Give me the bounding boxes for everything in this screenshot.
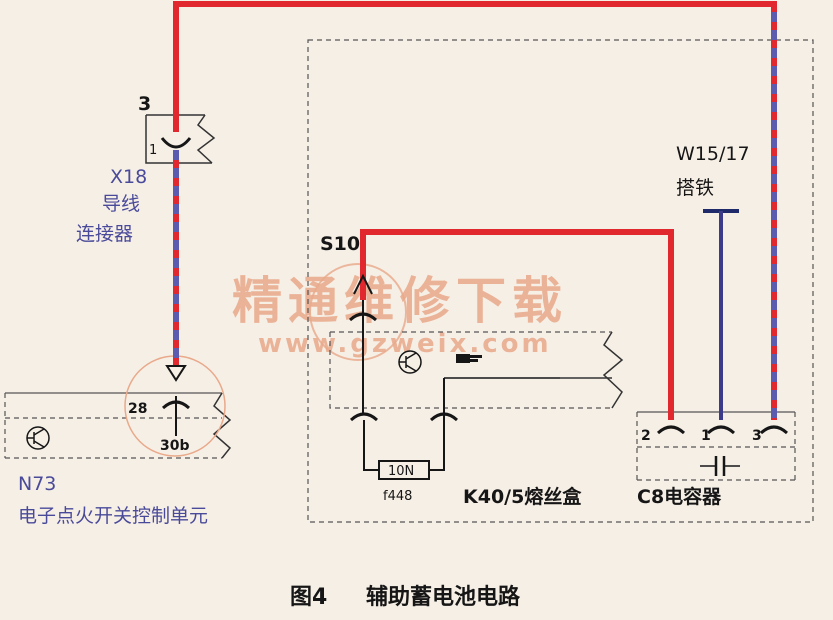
figure-title: 辅助蓄电池电路 <box>366 584 521 610</box>
s10-splice-icon <box>348 273 378 415</box>
fuse-box-outline <box>307 39 814 523</box>
ground-code: W15/17 <box>676 143 750 165</box>
x18-name-line2: 连接器 <box>76 223 133 245</box>
fuse-box-internal-panel <box>329 331 624 409</box>
fuse-box-break-mark <box>602 331 624 409</box>
x18-pin-top-label: 3 <box>138 93 151 115</box>
x18-pin-icon <box>160 137 192 149</box>
fuse-body <box>378 460 430 480</box>
fuse-f448 <box>349 377 560 480</box>
watermark-url: www.gzweix.com <box>258 329 552 359</box>
figure-number: 图4 <box>290 585 327 610</box>
n73-name: 电子点火开关控制单元 <box>18 505 208 527</box>
x18-pin-number: 1 <box>149 143 157 158</box>
n73-module-box <box>4 355 232 459</box>
capacitor-pin-1: 1 <box>701 428 711 444</box>
capacitor-name: C8电容器 <box>637 485 722 508</box>
x18-code: X18 <box>110 166 147 188</box>
capacitor-pins <box>656 425 789 435</box>
fuse-rating-label: 10N <box>388 464 414 479</box>
x18-break-mark <box>196 114 216 164</box>
ground-name: 搭铁 <box>676 177 714 199</box>
transistor-icon-fusebox <box>398 350 422 374</box>
transistor-icon-n73 <box>26 426 50 450</box>
wire-main-loop <box>173 1 777 420</box>
capacitor-box <box>636 411 796 481</box>
x18-name-line1: 导线 <box>102 193 140 215</box>
fuse-id-label: f448 <box>383 489 412 504</box>
hand-pointer-icon <box>456 354 482 363</box>
capacitor-pin-3: 3 <box>752 428 762 444</box>
watermark: 精通维修下载 www.gzweix.com <box>232 263 568 361</box>
wire-s10-to-c8 <box>360 229 674 420</box>
capacitor-symbol-icon <box>700 456 740 476</box>
n73-break-mark <box>212 392 232 459</box>
fuse-box-name: K40/5熔丝盒 <box>463 485 582 508</box>
n73-pin-number: 28 <box>128 401 147 417</box>
n73-code: N73 <box>18 473 56 495</box>
n73-terminal-label: 30b <box>160 438 190 454</box>
n73-pin-icon <box>161 365 191 436</box>
s10-label: S10 <box>320 233 360 255</box>
capacitor-pin-2: 2 <box>641 428 651 444</box>
watermark-title: 精通维修下载 <box>232 272 568 330</box>
watermark-ring <box>309 263 407 361</box>
wire-ground-w15 <box>703 209 739 420</box>
